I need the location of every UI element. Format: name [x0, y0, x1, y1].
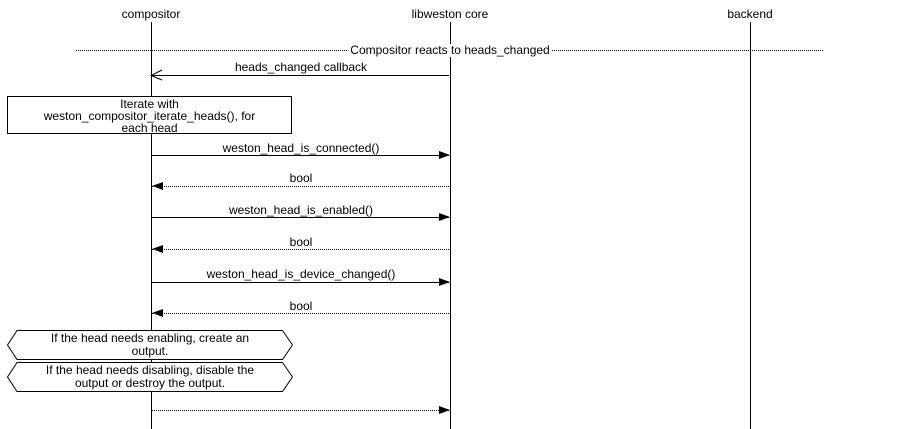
- filled-arrowhead-right-icon: [439, 406, 450, 414]
- filled-arrowhead-left-icon: [152, 245, 163, 253]
- message-line-head-is-device-changed: [152, 282, 449, 283]
- entity-label-compositor: compositor: [121, 7, 181, 21]
- hexagon-outline-icon: [7, 330, 293, 360]
- entity-label-backend: backend: [727, 7, 773, 21]
- message-label-head-is-enabled: weston_head_is_enabled(): [228, 203, 374, 217]
- entity-label-libweston-core: libweston core: [411, 7, 489, 21]
- message-line-bool-return-1: [152, 186, 449, 187]
- note-line: each head: [121, 121, 178, 135]
- hexagon-outline-icon: [7, 362, 293, 392]
- message-line-final-return: [152, 410, 449, 411]
- condition-note-disabling: If the head needs disabling, disable the…: [7, 362, 293, 392]
- lifeline-backend: [750, 22, 751, 429]
- filled-arrowhead-left-icon: [152, 182, 163, 190]
- message-label-head-is-connected: weston_head_is_connected(): [222, 141, 380, 155]
- open-arrowhead-left-icon: [150, 69, 163, 81]
- condition-note-enabling: If the head needs enabling, create an ou…: [7, 330, 293, 360]
- condition-note-line: If the head needs disabling, disable the: [45, 363, 255, 377]
- lifeline-libweston-core: [450, 22, 451, 429]
- message-label-bool-return-1: bool: [289, 171, 313, 185]
- message-line-head-is-enabled: [152, 217, 449, 218]
- message-line-head-is-connected: [152, 155, 449, 156]
- condition-note-line: If the head needs enabling, create an: [50, 331, 250, 345]
- message-label-head-is-device-changed: weston_head_is_device_changed(): [206, 267, 396, 281]
- divider-label: Compositor reacts to heads_changed: [348, 43, 552, 57]
- filled-arrowhead-right-icon: [439, 278, 450, 286]
- message-label-bool-return-2: bool: [289, 235, 313, 249]
- lifeline-compositor: [151, 22, 152, 429]
- message-line-bool-return-3: [152, 313, 449, 314]
- message-label-heads-changed-callback: heads_changed callback: [234, 60, 368, 74]
- filled-arrowhead-right-icon: [439, 151, 450, 159]
- filled-arrowhead-left-icon: [152, 309, 163, 317]
- note-line: weston_compositor_iterate_heads(), for: [43, 109, 256, 123]
- message-line-heads-changed-callback: [152, 75, 449, 76]
- note-line: Iterate with: [120, 97, 179, 111]
- filled-arrowhead-right-icon: [439, 213, 450, 221]
- condition-note-line: output or destroy the output.: [74, 376, 226, 390]
- condition-note-line: output.: [131, 344, 169, 358]
- message-label-bool-return-3: bool: [289, 299, 313, 313]
- message-line-bool-return-2: [152, 249, 449, 250]
- note-box-iterate-heads: Iterate with weston_compositor_iterate_h…: [7, 96, 292, 134]
